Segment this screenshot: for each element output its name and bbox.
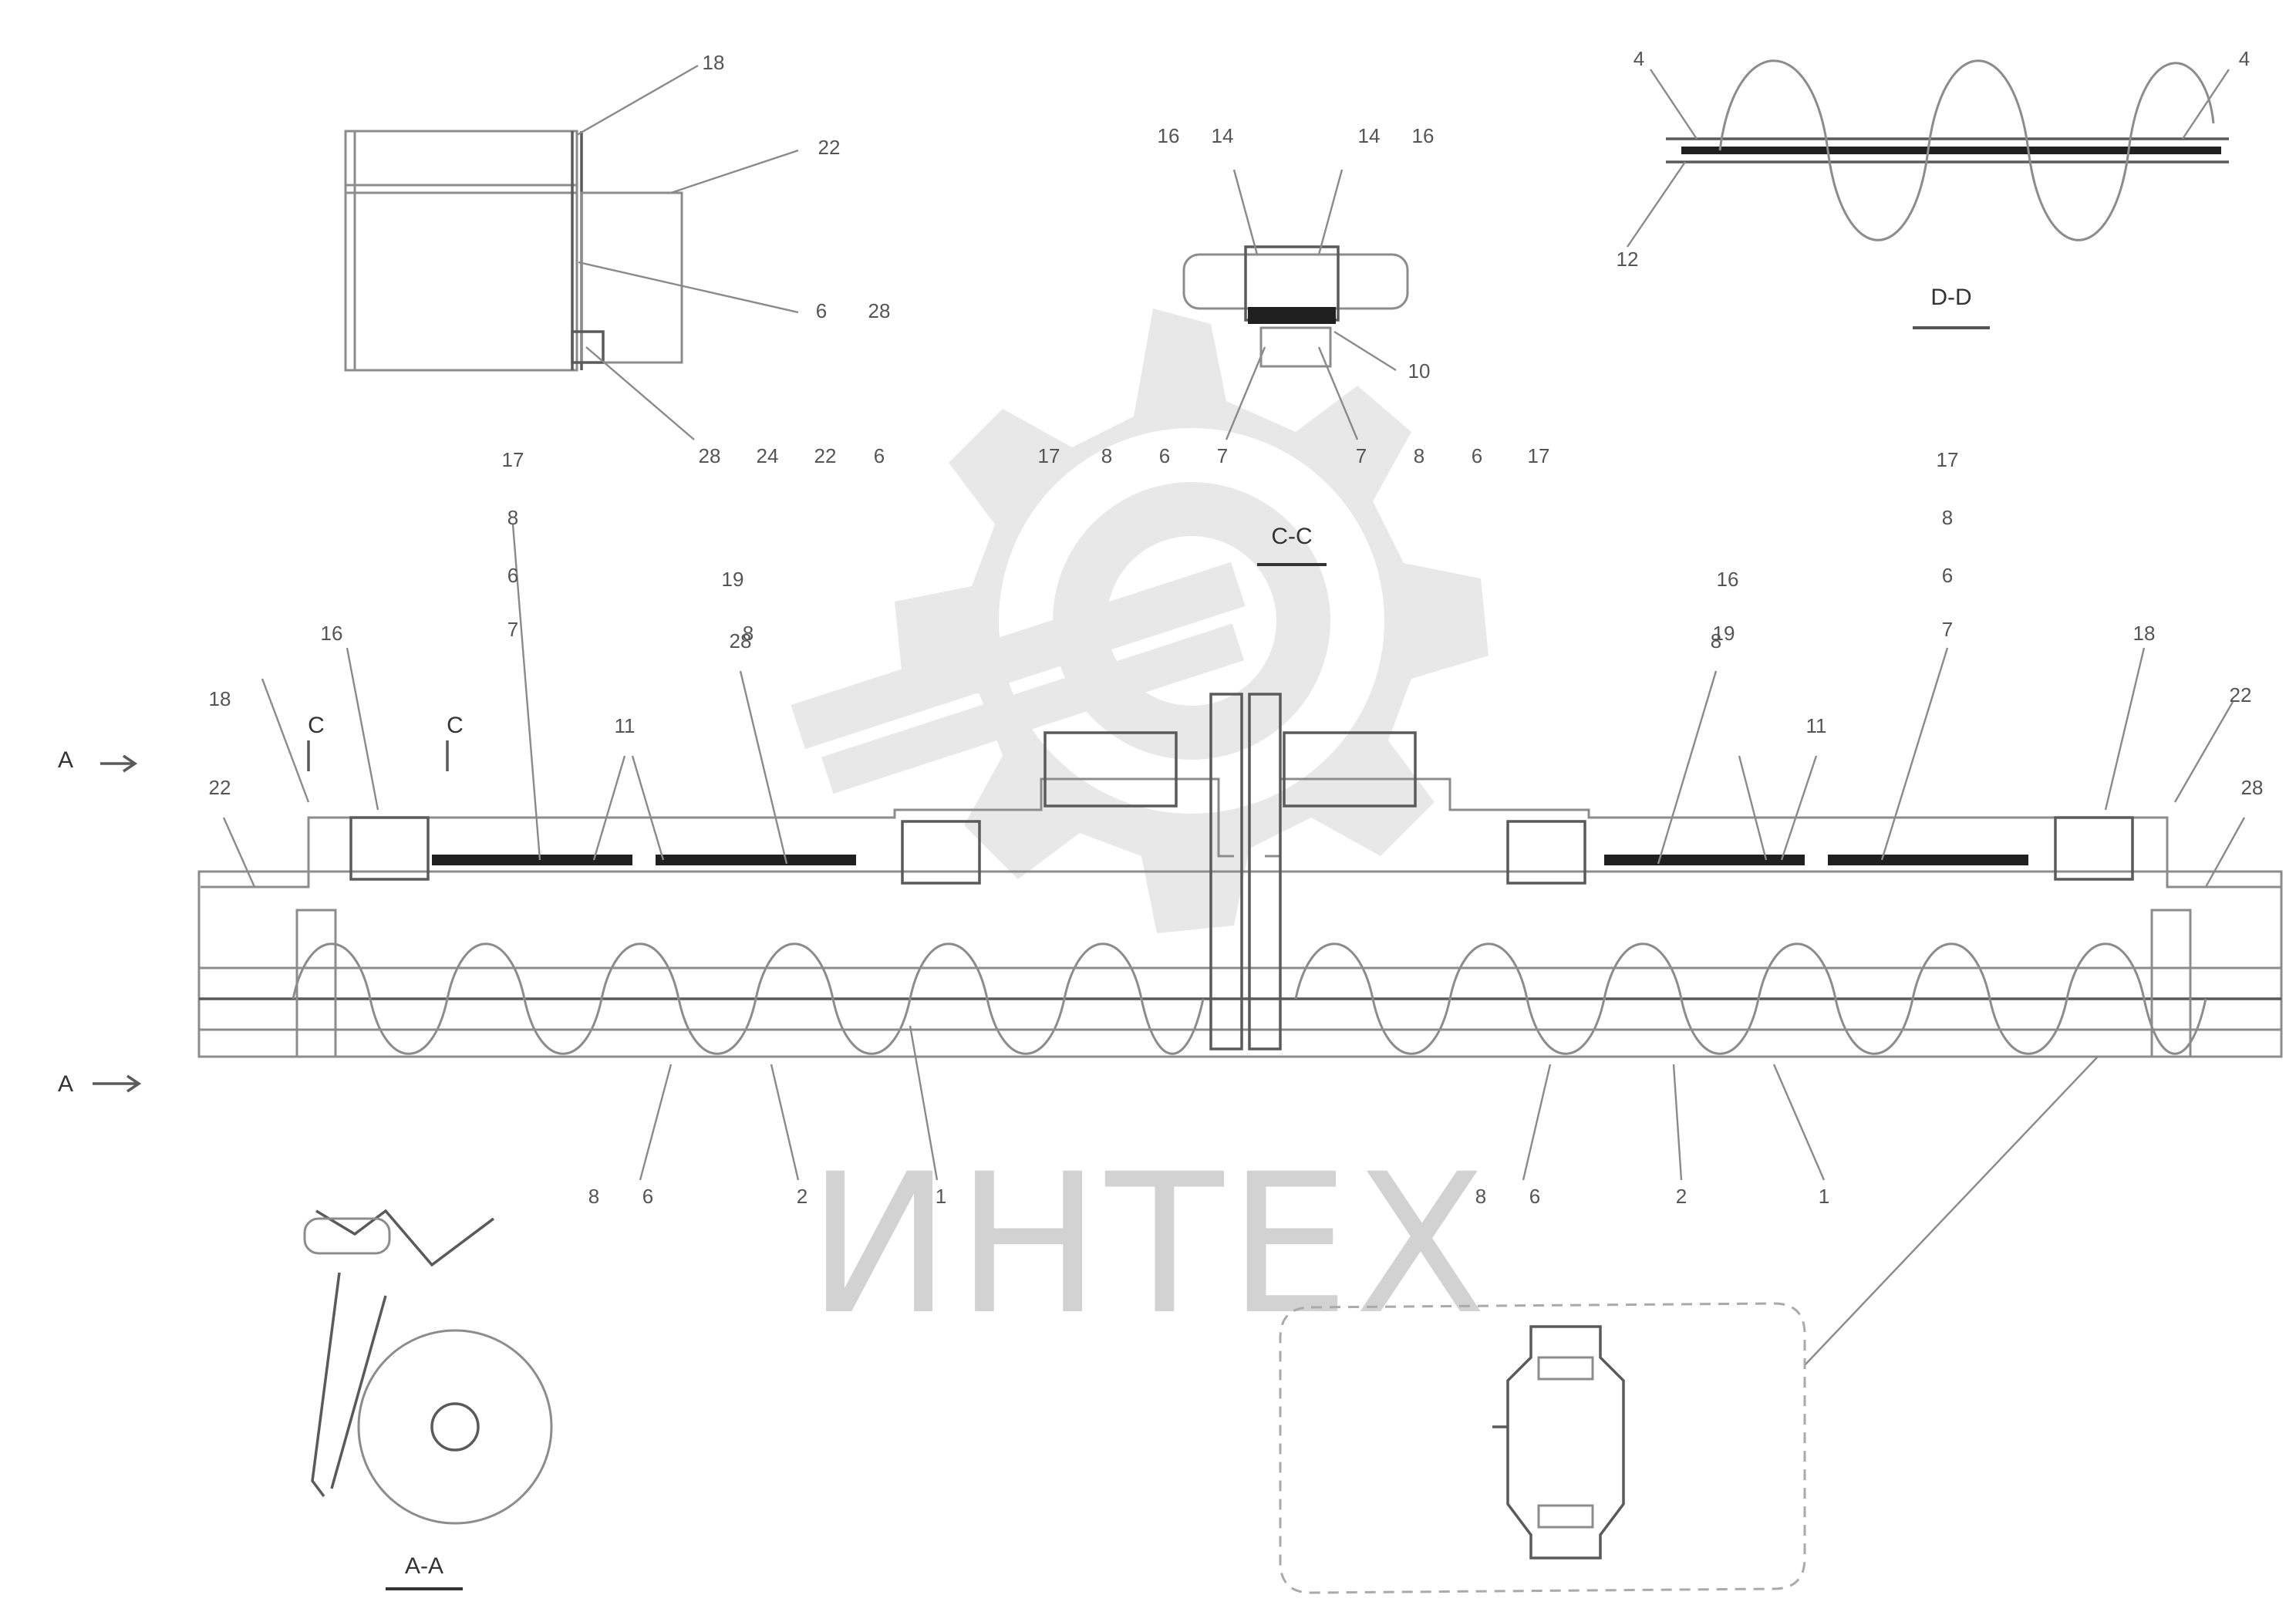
callout-label: 14 — [1212, 124, 1234, 147]
section-label-d-d: D-D — [1930, 285, 1971, 310]
callout-label: 28 — [868, 299, 891, 322]
callout-label: 22 — [209, 776, 231, 799]
callout-label: 28 — [730, 629, 752, 653]
callout-label: 8 — [588, 1185, 599, 1208]
callout-label: 6 — [642, 1185, 653, 1208]
view-mark-a-bottom: A — [58, 1071, 73, 1097]
section-label-a-a: A-A — [405, 1553, 443, 1579]
callout-label: 8 — [1101, 444, 1112, 467]
callout-label: 6 — [1159, 444, 1170, 467]
callout-label: 7 — [1942, 618, 1953, 641]
callout-label: 17 — [1937, 448, 1959, 471]
callout-label: 7 — [1217, 444, 1228, 467]
callout-label: 17 — [502, 448, 524, 471]
callout-label: 16 — [321, 622, 343, 645]
callout-label: 8 — [1711, 629, 1721, 653]
detail-view-top-left — [344, 64, 799, 440]
section-c-c-view — [1182, 169, 1409, 440]
callout-label: 17 — [1038, 444, 1060, 467]
callout-label: 10 — [1408, 359, 1431, 383]
callout-label: 19 — [1713, 622, 1735, 645]
callout-label: 1 — [1819, 1185, 1829, 1208]
section-d-d-view — [1627, 59, 2230, 329]
callout-label: 22 — [2230, 683, 2252, 706]
callout-label: 8 — [743, 622, 754, 645]
callout-label: 4 — [1633, 47, 1644, 70]
callout-label: 16 — [1717, 568, 1739, 591]
callout-label: 8 — [1414, 444, 1424, 467]
callout-label: 8 — [1942, 506, 1953, 529]
callout-label: 22 — [814, 444, 837, 467]
main-auger-assembly — [197, 524, 2283, 1366]
callout-label: 22 — [818, 136, 841, 159]
callout-label: 1 — [936, 1185, 946, 1208]
view-mark-c-right: C — [447, 713, 464, 738]
callout-label: 6 — [1942, 564, 1953, 587]
callout-label: 16 — [1412, 124, 1435, 147]
callout-label: 2 — [797, 1185, 807, 1208]
section-a-a-view — [303, 1209, 553, 1590]
callout-label: 16 — [1158, 124, 1180, 147]
callout-label: 18 — [2133, 622, 2156, 645]
callout-label: 18 — [703, 51, 725, 74]
section-label-c-c: C-C — [1271, 524, 1312, 549]
callout-label: 18 — [209, 687, 231, 710]
callout-label: 4 — [2239, 47, 2250, 70]
callout-label: 11 — [1806, 714, 1827, 737]
view-mark-a-top: A — [58, 747, 73, 773]
zoom-detail-view — [1279, 1302, 1806, 1594]
callout-label: 8 — [1475, 1185, 1486, 1208]
callout-label: 28 — [2241, 776, 2264, 799]
callout-label: 8 — [507, 506, 518, 529]
watermark-text: ИНТЕХ — [807, 1132, 1492, 1357]
view-mark-c-left: C — [308, 713, 325, 738]
callout-label: 2 — [1676, 1185, 1687, 1208]
callout-label: 6 — [874, 444, 885, 467]
callout-label: 6 — [1472, 444, 1482, 467]
callout-label: 6 — [1529, 1185, 1540, 1208]
watermark: ИНТЕХ — [791, 309, 1492, 1357]
callout-label: 11 — [615, 714, 636, 737]
callout-label: 12 — [1617, 248, 1639, 271]
callout-label: 6 — [507, 564, 518, 587]
callout-label: 7 — [507, 618, 518, 641]
callout-label: 17 — [1528, 444, 1550, 467]
callout-label: 7 — [1356, 444, 1367, 467]
callout-label: 28 — [699, 444, 721, 467]
callout-label: 19 — [722, 568, 744, 591]
watermark-gear-icon — [791, 309, 1489, 933]
callout-label: 6 — [816, 299, 827, 322]
callout-labels: 18 22 6 28 28 24 22 6 16 14 14 16 10 17 … — [58, 47, 2263, 1579]
callout-label: 14 — [1358, 124, 1381, 147]
callout-label: 24 — [757, 444, 779, 467]
